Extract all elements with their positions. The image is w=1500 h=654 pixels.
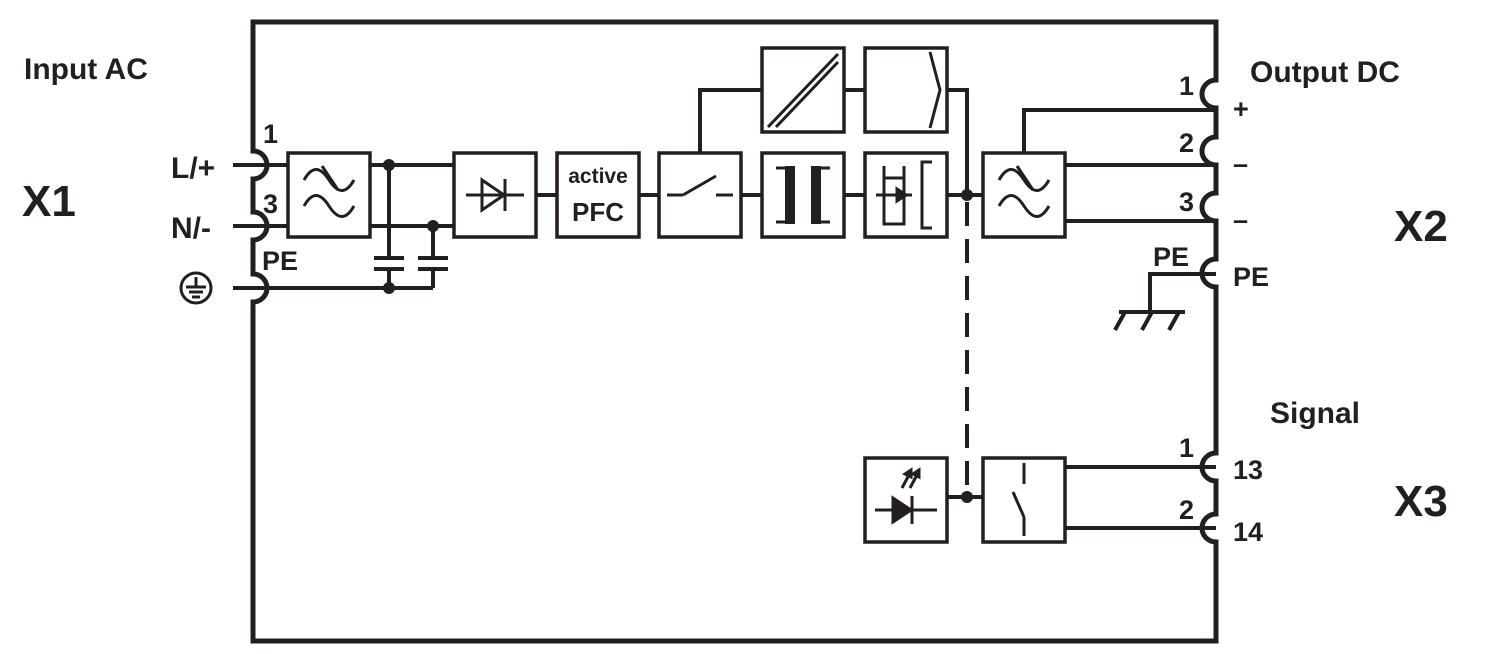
output-dc-title: Output DC xyxy=(1250,56,1400,89)
signal-relay-block xyxy=(981,456,1067,544)
output-filter-block xyxy=(981,151,1067,239)
x2-pe-label: PE xyxy=(1233,262,1269,292)
x3-pin-2: 2 xyxy=(1179,495,1194,525)
junction-dot xyxy=(961,491,973,503)
x1-n-label: N/- xyxy=(171,212,211,245)
x3-connector-label: X3 xyxy=(1394,477,1448,526)
active-pfc-block: active PFC xyxy=(555,151,641,239)
x3-terminal-13: 13 xyxy=(1233,455,1263,485)
x3-pin-1: 1 xyxy=(1179,433,1194,463)
device-housing-frame xyxy=(250,19,1219,644)
transformer-block xyxy=(760,151,846,239)
input-ac-title: Input AC xyxy=(24,53,148,86)
x2-pin-2: 2 xyxy=(1179,128,1194,158)
switch-icon xyxy=(667,174,733,197)
controller-feedback-wire xyxy=(947,88,969,195)
diode-icon xyxy=(466,177,524,213)
x1-l-label: L/+ xyxy=(171,152,215,185)
chassis-ground-icon xyxy=(1113,272,1216,331)
x2-polarity-plus: + xyxy=(1233,94,1249,124)
dc-converter-block xyxy=(760,46,846,134)
x2-polarity-minus-1: – xyxy=(1233,149,1248,179)
converter-icon xyxy=(766,52,840,129)
mosfet-icon xyxy=(876,160,932,230)
pfc-label-top: active xyxy=(568,165,628,188)
x2-connector-label: X2 xyxy=(1394,202,1448,251)
x1-pin-1: 1 xyxy=(263,119,278,149)
x1-connector-label: X1 xyxy=(22,177,76,226)
led-indicator-block xyxy=(863,456,949,544)
pfc-label-bottom: PFC xyxy=(572,197,624,227)
junction-dot xyxy=(383,282,395,294)
x2-plus-wire xyxy=(1022,108,1216,153)
filter-icon xyxy=(997,165,1051,218)
controller-icon xyxy=(928,51,942,129)
x2-polarity-minus-2: – xyxy=(1233,205,1248,235)
mosfet-block xyxy=(863,151,949,239)
aux-supply-wire xyxy=(698,88,762,153)
junction-dot xyxy=(961,189,973,201)
relay-contact-icon xyxy=(1011,463,1026,536)
x2-pe-pin: PE xyxy=(1153,242,1189,272)
y-capacitor-right xyxy=(418,226,448,288)
x2-pin-1: 1 xyxy=(1179,71,1194,101)
x1-pe-label: PE xyxy=(262,246,298,276)
junction-dot xyxy=(427,220,439,232)
x1-pin-3: 3 xyxy=(263,189,278,219)
rectifier-block xyxy=(452,151,538,239)
x2-pin-3: 3 xyxy=(1179,187,1194,217)
transformer-icon xyxy=(776,166,830,224)
led-icon xyxy=(875,467,937,525)
switch-block xyxy=(657,151,743,239)
controller-block xyxy=(863,46,949,134)
protective-earth-icon xyxy=(179,271,213,305)
junction-dot xyxy=(383,159,395,171)
filter-icon xyxy=(302,165,356,218)
signal-title: Signal xyxy=(1270,397,1360,430)
input-filter-block xyxy=(286,151,372,239)
x3-terminal-14: 14 xyxy=(1233,517,1263,547)
